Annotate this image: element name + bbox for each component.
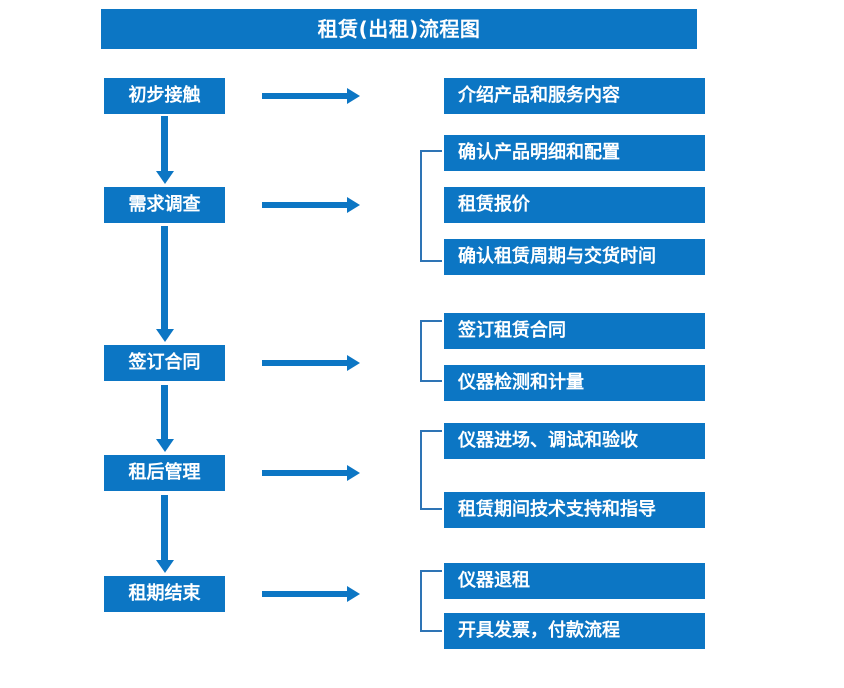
detail-label: 仪器进场、调试和验收 <box>458 430 638 451</box>
detail-box-instrument-return[interactable]: 仪器退租 <box>444 563 705 599</box>
detail-label: 仪器退租 <box>458 570 530 591</box>
bracket-connector-sign-contract <box>420 320 442 382</box>
right-arrow-icon-post-rental-management <box>262 465 360 481</box>
right-arrow-icon-initial-contact <box>262 88 360 104</box>
detail-box-instrument-inspection[interactable]: 仪器检测和计量 <box>444 365 705 401</box>
stage-box-initial-contact[interactable]: 初步接触 <box>104 78 225 114</box>
stage-box-post-rental-management[interactable]: 租后管理 <box>104 455 225 491</box>
detail-box-rental-quote[interactable]: 租赁报价 <box>444 187 705 223</box>
detail-box-instrument-entry-commissioning[interactable]: 仪器进场、调试和验收 <box>444 423 705 459</box>
down-arrow-icon-management-to-leaseend <box>156 495 174 573</box>
detail-label: 仪器检测和计量 <box>458 372 584 393</box>
detail-label: 介绍产品和服务内容 <box>458 85 620 106</box>
detail-label: 确认租赁周期与交货时间 <box>458 246 656 267</box>
right-arrow-icon-sign-contract <box>262 355 360 371</box>
stage-label: 签订合同 <box>128 352 201 373</box>
detail-box-intro-products-services[interactable]: 介绍产品和服务内容 <box>444 78 705 114</box>
chart-title: 租赁(出租)流程图 <box>101 9 697 49</box>
detail-label: 租赁报价 <box>458 194 530 215</box>
right-arrow-icon-lease-end <box>262 586 360 602</box>
stage-label: 租后管理 <box>128 462 201 483</box>
detail-box-invoice-payment[interactable]: 开具发票，付款流程 <box>444 613 705 649</box>
stage-label: 初步接触 <box>128 85 201 106</box>
detail-label: 租赁期间技术支持和指导 <box>458 499 656 520</box>
detail-label: 确认产品明细和配置 <box>458 142 620 163</box>
down-arrow-icon-needs-to-contract <box>156 226 174 342</box>
stage-box-sign-contract[interactable]: 签订合同 <box>104 345 225 381</box>
bracket-connector-needs-survey <box>420 150 442 262</box>
right-arrow-icon-needs-survey <box>262 197 360 213</box>
detail-box-confirm-period-delivery[interactable]: 确认租赁周期与交货时间 <box>444 239 705 275</box>
bracket-connector-lease-end <box>420 570 442 632</box>
down-arrow-icon-contract-to-management <box>156 385 174 452</box>
detail-box-technical-support[interactable]: 租赁期间技术支持和指导 <box>444 492 705 528</box>
stage-box-lease-end[interactable]: 租期结束 <box>104 576 225 612</box>
stage-box-needs-survey[interactable]: 需求调查 <box>104 187 225 223</box>
detail-box-sign-rental-contract[interactable]: 签订租赁合同 <box>444 313 705 349</box>
bracket-connector-post-rental-management <box>420 430 442 510</box>
down-arrow-icon-initial-to-needs <box>156 116 174 184</box>
detail-label: 开具发票，付款流程 <box>458 620 620 641</box>
stage-label: 租期结束 <box>128 583 201 604</box>
stage-label: 需求调查 <box>128 194 201 215</box>
detail-label: 签订租赁合同 <box>458 320 566 341</box>
detail-box-confirm-product-spec[interactable]: 确认产品明细和配置 <box>444 135 705 171</box>
